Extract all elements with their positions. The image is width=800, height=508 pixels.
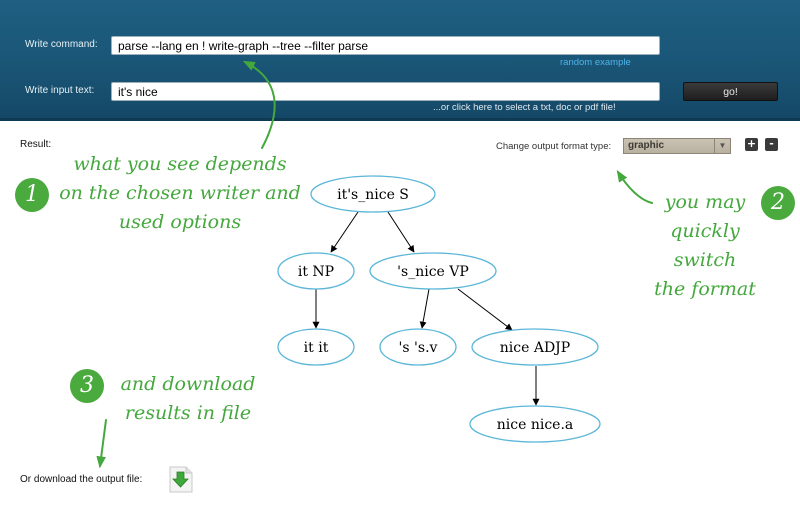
format-label: Change output format type:	[496, 141, 612, 152]
tree-node	[310, 175, 436, 213]
tree-edge	[457, 288, 513, 331]
zoom-in-button[interactable]: +	[745, 137, 758, 151]
annotation-line: quickly	[670, 220, 740, 242]
tree-node-label: it's_nice S	[337, 187, 409, 203]
annotation-line: switch	[673, 249, 737, 271]
input-text-label: Write input text:	[25, 85, 95, 96]
tree-node	[469, 405, 601, 443]
annotation-badge-two: 2	[761, 186, 795, 220]
tree-node-label: it NP	[298, 264, 334, 280]
command-label: Write command:	[25, 39, 98, 50]
tree-node	[471, 328, 599, 366]
annotation-line: what you see depends	[73, 153, 287, 175]
tree-edge	[419, 288, 430, 329]
download-label: Or download the output file:	[20, 474, 143, 485]
annotation-line: results in file	[124, 402, 252, 424]
tree-node	[277, 328, 355, 366]
format-select[interactable]: graphic ▼	[623, 138, 731, 154]
annotation-line: on the chosen writer and	[59, 182, 301, 204]
tree-node-label: nice nice.a	[497, 417, 574, 433]
annotation-line: and download	[120, 373, 256, 395]
tree-node	[277, 252, 355, 290]
tree-node-label: nice ADJP	[500, 340, 570, 356]
tree-node	[369, 252, 497, 290]
annotation-two-text: you may quickly switch the format	[640, 188, 770, 304]
tree-edge	[387, 211, 415, 253]
annotation-badge-one: 1	[15, 178, 49, 212]
tree-edge	[330, 211, 359, 253]
annotation-three-text: and download results in file	[108, 370, 268, 428]
format-select-value: graphic	[628, 140, 665, 151]
arrow-icon	[616, 169, 653, 204]
annotation-line: the format	[654, 278, 756, 300]
select-arrow-icon: ▼	[714, 139, 730, 153]
arrow-icon	[242, 60, 276, 149]
annotation-one-text: what you see depends on the chosen write…	[50, 150, 310, 237]
tree-node-label: it it	[304, 340, 329, 356]
tree-node-label: 's 's.v	[399, 340, 438, 356]
tree-node-label: 's_nice VP	[397, 264, 469, 280]
tree-node	[379, 328, 457, 366]
result-label: Result:	[20, 139, 52, 150]
arrow-icon	[96, 419, 107, 469]
annotation-badge-three: 3	[70, 369, 104, 403]
input-text-field[interactable]: it's nice	[111, 82, 660, 101]
zoom-out-button[interactable]: -	[765, 138, 778, 151]
go-button[interactable]: go!	[683, 82, 778, 101]
annotation-line: used options	[118, 211, 242, 233]
random-example-link[interactable]: random example	[560, 57, 631, 68]
select-file-link[interactable]: ...or click here to select a txt, doc or…	[433, 102, 616, 113]
download-arrow-icon[interactable]	[169, 466, 193, 493]
command-input[interactable]: parse --lang en ! write-graph --tree --f…	[111, 36, 660, 55]
annotation-line: you may	[664, 191, 746, 213]
header-divider	[0, 118, 800, 121]
